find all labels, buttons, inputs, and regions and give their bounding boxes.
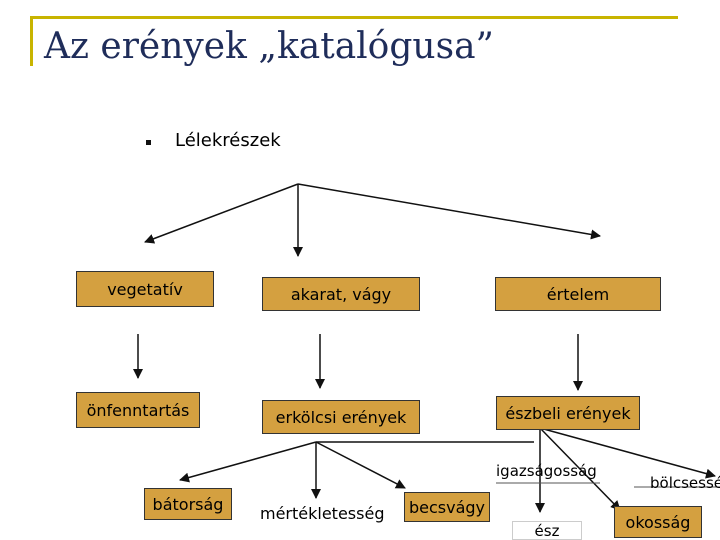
arrow-to-batorsag bbox=[179, 441, 317, 483]
box-eszbeli-erenyek: észbeli erények bbox=[496, 396, 640, 430]
box-erkolcsi-erenyek: erkölcsi erények bbox=[262, 400, 420, 434]
arrow-to-okossag bbox=[539, 427, 621, 511]
arrow-to-bolcsesseg bbox=[539, 427, 716, 479]
frame-top-line bbox=[30, 16, 678, 19]
frame-left-line bbox=[30, 16, 33, 66]
arrow-to-ertelem bbox=[297, 183, 601, 240]
box-ertelem: értelem bbox=[495, 277, 661, 311]
box-onfenntartas: önfenntartás bbox=[76, 392, 200, 428]
label-mertekletesseg: mértékletesség bbox=[260, 504, 385, 523]
slide-title: Az erények „katalógusa” bbox=[44, 26, 494, 67]
bullet-marker bbox=[146, 140, 151, 145]
bullet-text: Lélekrészek bbox=[175, 130, 281, 151]
box-vegetativ: vegetatív bbox=[76, 271, 214, 307]
box-okossag: okosság bbox=[614, 506, 702, 538]
box-batorsag: bátorság bbox=[144, 488, 232, 520]
arrow-to-vegetativ bbox=[144, 183, 299, 244]
box-becsvagy: becsvágy bbox=[404, 492, 490, 522]
label-bolcsesseg: bölcsesség bbox=[650, 474, 720, 492]
label-igazsagossag: igazságosság bbox=[496, 462, 597, 480]
arrow-to-becsvagy bbox=[315, 441, 406, 489]
box-akarat-vagy: akarat, vágy bbox=[262, 277, 420, 311]
label-esz: ész bbox=[512, 521, 582, 540]
